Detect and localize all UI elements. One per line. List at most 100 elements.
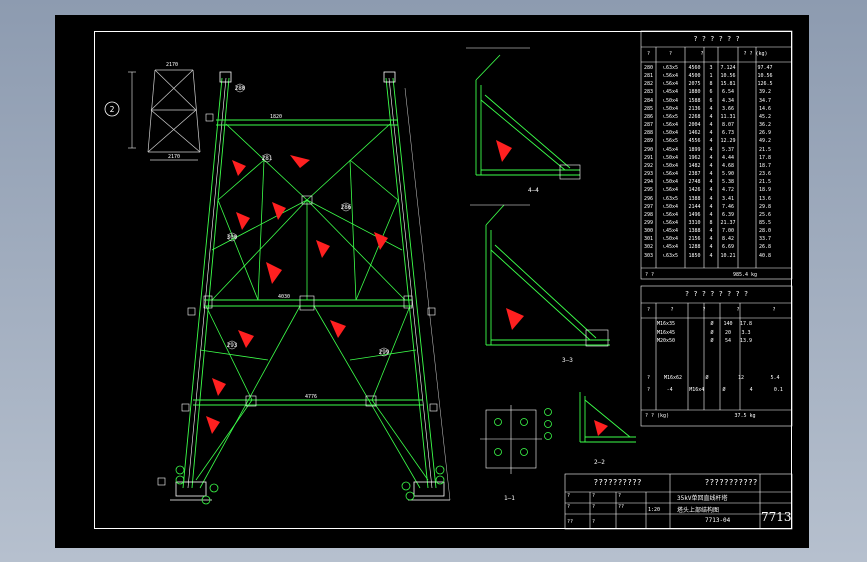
title-block-cell: ? (567, 504, 571, 510)
bolt-table-cell: 13.9 (739, 338, 753, 344)
parts-table-cell: 33.7 (758, 236, 772, 243)
parts-table-cell: 21.5 (758, 146, 772, 153)
parts-table-cell: 3310 (688, 219, 701, 226)
parts-table-cell: 285 (643, 105, 654, 112)
title-block-left-header: ?????????? (593, 478, 642, 487)
parts-table-cell: 2748 (688, 179, 701, 186)
parts-table-cell: 6 (709, 89, 713, 96)
parts-table-cell: 5.90 (721, 171, 735, 178)
parts-table-cell: 4 (709, 171, 713, 178)
parts-table-cell: 6.39 (721, 211, 735, 218)
mini-bottom-dim: 2170 (168, 154, 180, 160)
parts-table-cell: 18.7 (758, 162, 772, 169)
parts-table-cell: ∟56x4 (662, 187, 679, 194)
detail-callout-circle (104, 101, 120, 117)
callout-300: 300 (227, 234, 238, 241)
bolt-table-cell: M16x4 (689, 387, 705, 393)
parts-table-cell: 8.42 (721, 236, 735, 243)
parts-table-cell: 280 (643, 65, 654, 71)
parts-table-cell: 4.68 (721, 162, 735, 169)
parts-table-cell: 3.41 (721, 195, 735, 202)
parts-table-cell: 4 (709, 179, 713, 186)
bolt-total-row: ? ? (kg) 37.5 kg (645, 413, 756, 419)
parts-table-cell: 6 (709, 97, 713, 104)
title-block-cell: ? (592, 519, 596, 525)
parts-table-cell: 4 (709, 146, 713, 153)
parts-table-cell: 2268 (688, 113, 701, 120)
parts-table-cell: 14.6 (758, 105, 772, 112)
parts-table-cell: 293 (643, 171, 654, 178)
parts-table-cell: 4 (709, 138, 713, 145)
parts-table-cell: 3 (709, 65, 713, 71)
parts-table-cell: 299 (643, 219, 654, 226)
callout-299: 299 (379, 349, 390, 356)
title-block: ?????????? ??????????? 35kV单回直线杆塔 塔头上部结构… (565, 474, 792, 529)
title-block-project: 35kV单回直线杆塔 (677, 495, 728, 502)
parts-table-cell: 13.6 (758, 195, 772, 202)
parts-table-cell: ∟50x4 (662, 236, 679, 243)
parts-table-cell: ∟50x4 (662, 203, 679, 210)
parts-table-cell: 1 (709, 73, 713, 80)
parts-table-cell: 4 (709, 244, 713, 251)
parts-table-cell: 296 (643, 195, 654, 202)
parts-table-cell: 26.9 (758, 130, 772, 137)
title-block-name: 塔头上部结构图 (677, 507, 720, 514)
parts-table-cell: 49.2 (758, 138, 772, 145)
bolt-table-cell: Ø (710, 338, 714, 344)
title-block-cell: ? (567, 493, 571, 499)
bolt-table-cell: M16x62 (663, 375, 683, 381)
parts-table-cell: 29.8 (758, 203, 772, 210)
parts-table-cell: 300 (643, 228, 654, 235)
drawing-frame (94, 31, 792, 529)
callout-281: 281 (262, 155, 273, 162)
parts-table-cell: 12.29 (720, 138, 736, 145)
parts-table-cell: ∟63x5 (662, 65, 679, 71)
parts-table-cell: 23.6 (758, 171, 772, 178)
parts-table-cell: 290 (643, 146, 654, 153)
parts-table-cell: 10.56 (757, 73, 773, 80)
parts-table-cell: 8.07 (721, 122, 735, 129)
parts-table-cell: 10.21 (720, 252, 736, 259)
parts-table-cell: 4.44 (721, 154, 735, 161)
parts-table-cell: 286 (643, 113, 654, 120)
parts-table-cell: 4 (709, 105, 713, 112)
parts-table-cell: 17.8 (758, 154, 772, 161)
main-tower-elevation (170, 71, 451, 505)
bolt-table-cell: 20 (724, 329, 732, 336)
parts-table-cell: 1496 (688, 211, 701, 218)
parts-table-cell: 4 (709, 162, 713, 169)
parts-table-cell: 34.7 (758, 97, 772, 104)
callout-293: 293 (227, 342, 238, 349)
parts-table-cell: ∟45x4 (662, 89, 679, 96)
parts-table-cell: ∟56x4 (662, 171, 679, 178)
parts-table-cell: 4560 (688, 65, 701, 71)
parts-table-cell: 283 (643, 89, 654, 96)
parts-table-cell: ∟45x4 (662, 228, 679, 235)
red-weld-markers (206, 152, 388, 434)
parts-table-cell: 36.2 (758, 122, 772, 129)
parts-table-cell: 1962 (688, 154, 701, 161)
section-3-3-view (470, 204, 610, 347)
bolt-table-cell: ? (646, 375, 650, 381)
parts-table-cell: 2387 (688, 171, 701, 178)
parts-table-cell: 97.47 (757, 65, 773, 71)
parts-table-cell: 45.2 (758, 113, 772, 120)
parts-table-cell: 6.73 (721, 130, 735, 137)
parts-table-cell: ∟56x4 (662, 211, 679, 218)
base-beam-dim: 4776 (305, 394, 317, 400)
bolt-table-title: ? ? ? ? ? ? ? ? (684, 290, 749, 298)
parts-table-cell: 1588 (688, 97, 701, 104)
